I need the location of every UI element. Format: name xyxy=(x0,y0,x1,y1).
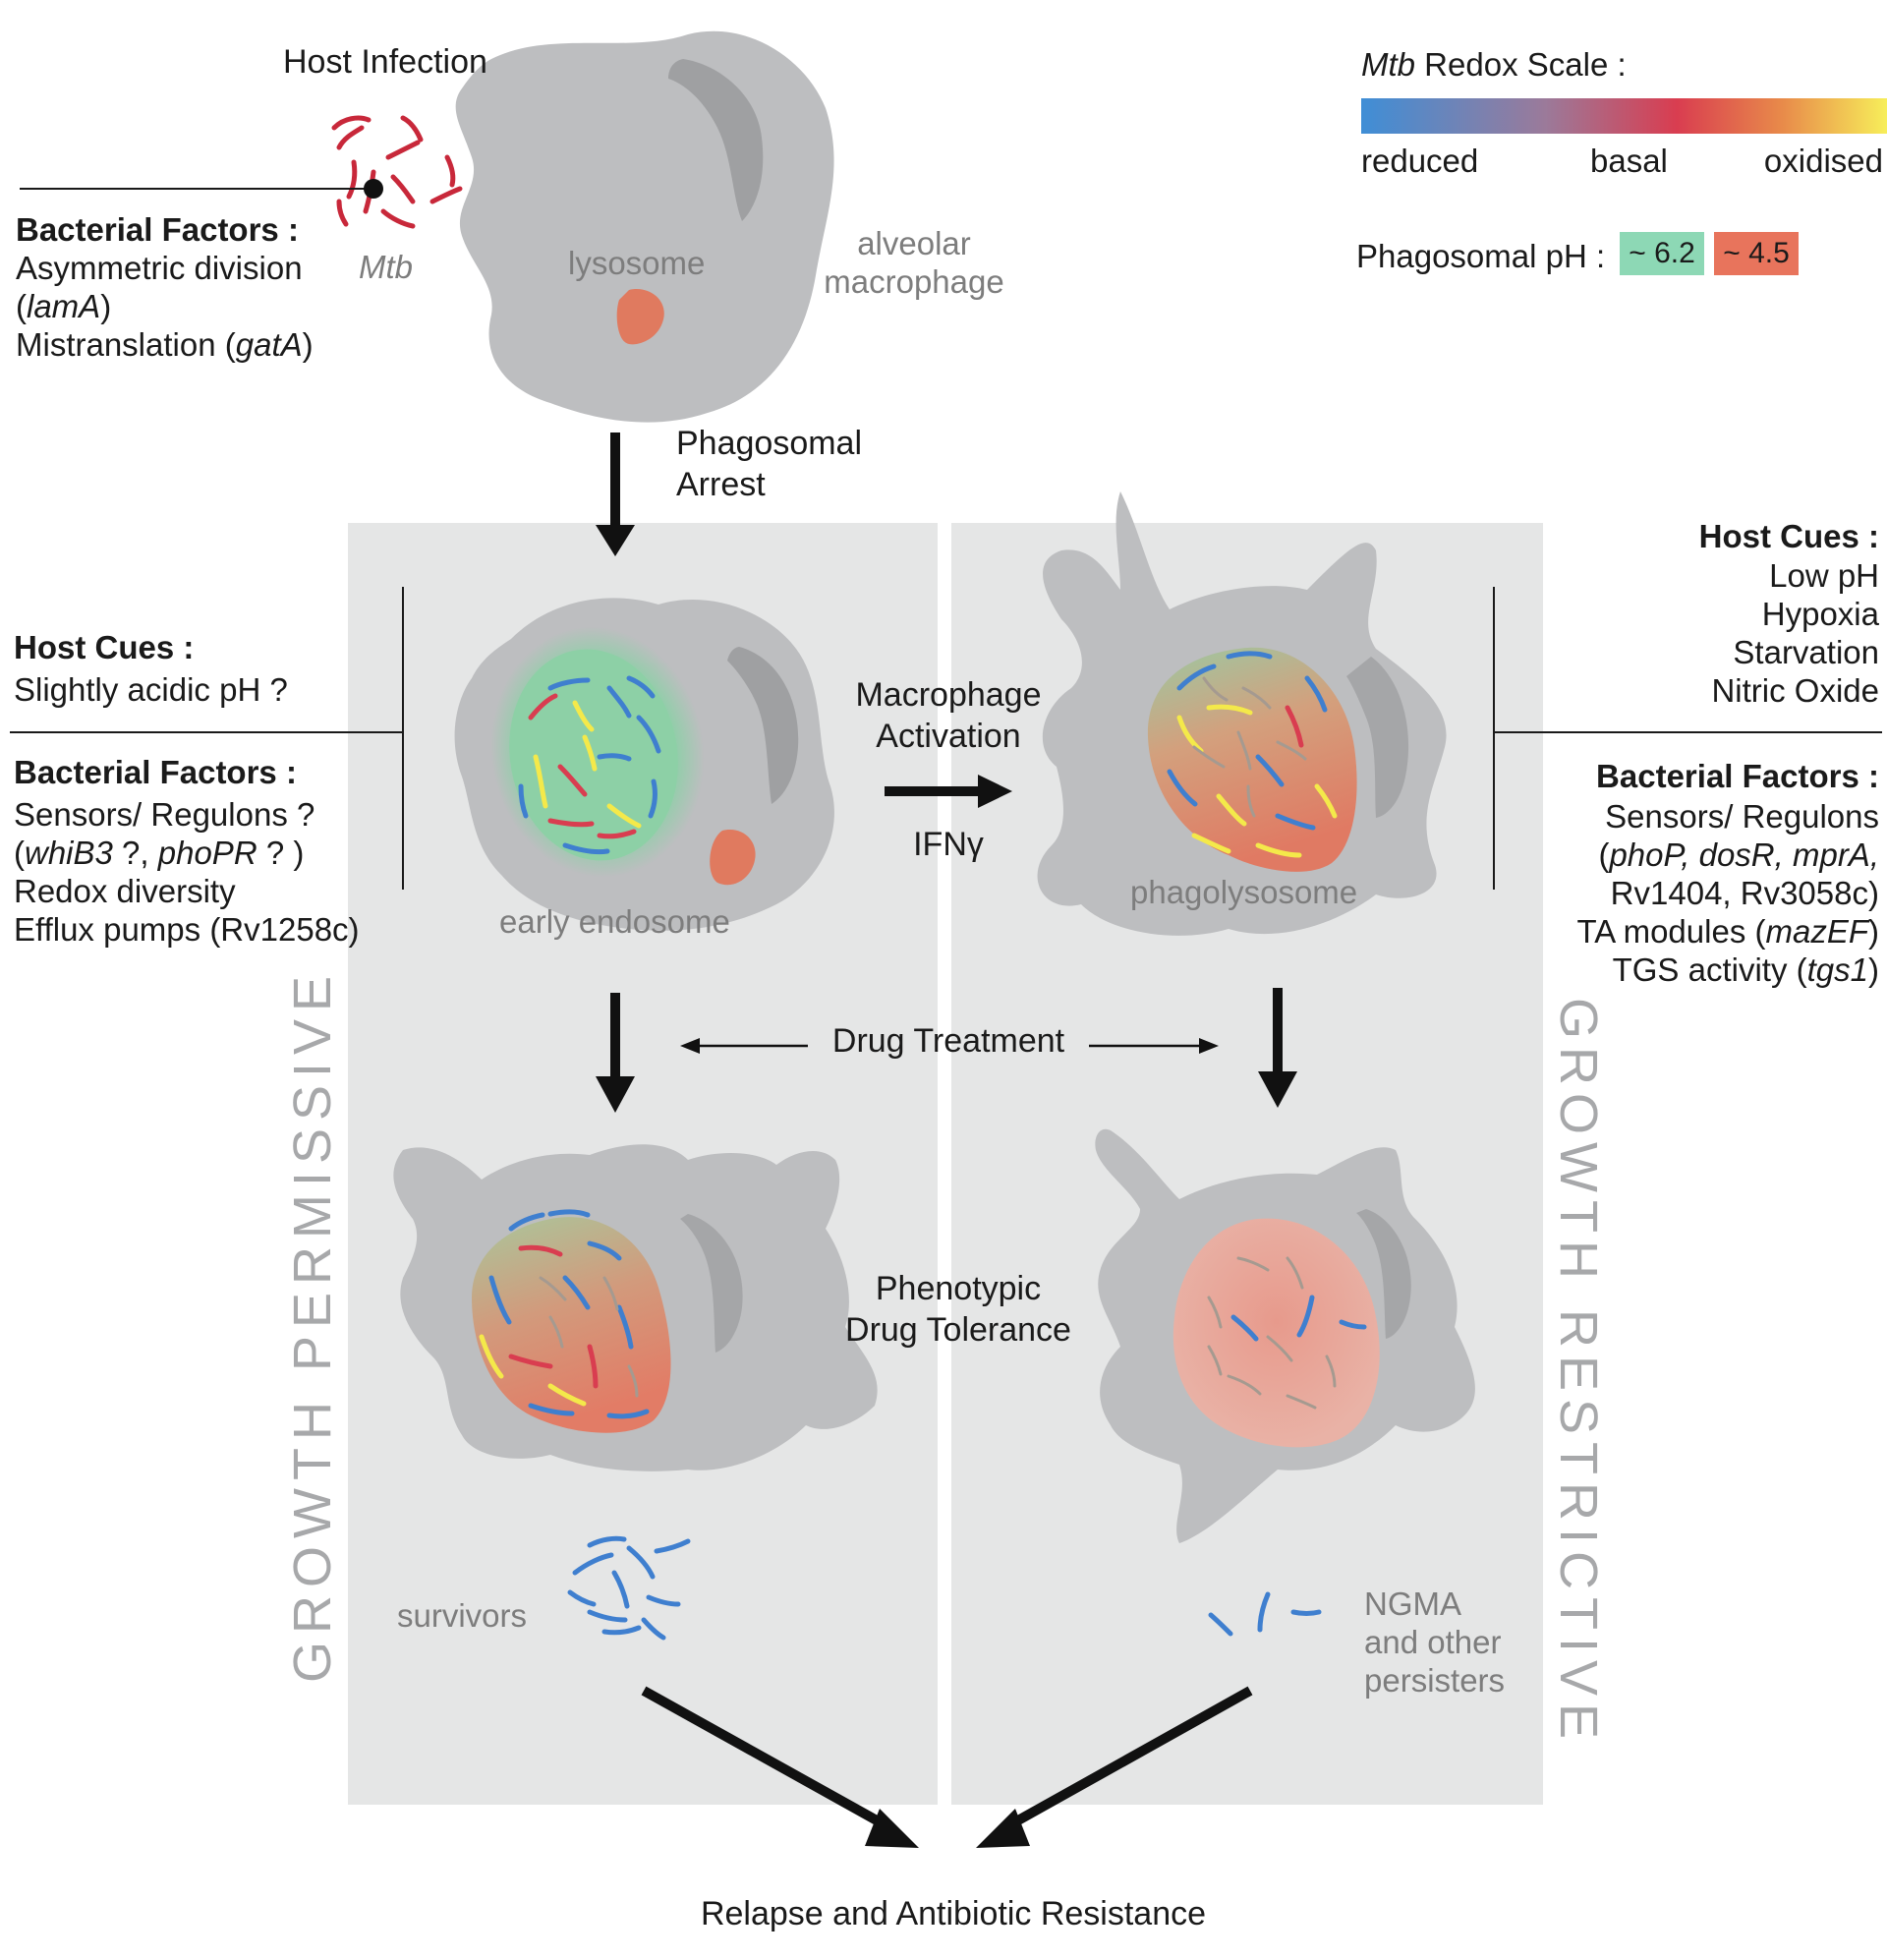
callout-dot xyxy=(364,179,383,199)
phagosomal-ph-label: Phagosomal pH : xyxy=(1356,238,1606,274)
drug-treatment-arrows xyxy=(680,1038,1219,1054)
phagosomal-arrest-arrow xyxy=(596,432,635,556)
alveolar-macrophage xyxy=(455,30,834,423)
relapse-label: Relapse and Antibiotic Resistance xyxy=(700,1895,1207,1932)
right-host-cue-3: Starvation xyxy=(1733,634,1879,670)
macrophage-activation-label-2: Activation xyxy=(876,718,1021,755)
mistranslation-line: Mistranslation (gatA) xyxy=(16,326,314,363)
ph-high-swatch: ~ 6.2 xyxy=(1620,232,1704,275)
left-redox-line: Redox diversity xyxy=(14,873,236,909)
outcome-arrow-right xyxy=(976,1686,1253,1848)
asymmetric-division: Asymmetric division xyxy=(16,250,303,286)
macrophage-activation-label-1: Macrophage xyxy=(855,676,1042,714)
right-drug-arrow xyxy=(1258,988,1297,1108)
right-rv-line: Rv1404, Rv3058c) xyxy=(1610,875,1879,911)
right-host-cue-1: Low pH xyxy=(1769,557,1879,594)
left-drug-arrow xyxy=(596,993,635,1113)
early-endosome-label: early endosome xyxy=(499,903,730,940)
persisters-label-2: and other xyxy=(1364,1624,1502,1660)
macrophage-activation-arrow xyxy=(885,775,1012,808)
top-bacterial-factors-heading: Bacterial Factors : xyxy=(16,211,299,248)
left-genes-line: (whiB3 ?, phoPR ? ) xyxy=(14,835,305,871)
left-bacterial-factors-heading: Bacterial Factors : xyxy=(14,754,297,790)
phagosomal-arrest-label-1: Phagosomal xyxy=(676,425,863,462)
right-genes-line: (phoP, dosR, mprA, xyxy=(1598,836,1879,873)
early-endosome-macrophage xyxy=(454,598,834,931)
outcome-arrow-left xyxy=(641,1686,919,1848)
redox-basal: basal xyxy=(1590,143,1668,179)
ph-low-swatch: ~ 4.5 xyxy=(1714,232,1799,275)
redox-reduced: reduced xyxy=(1361,143,1479,179)
growth-permissive-label: GROWTH PERMISSIVE xyxy=(283,968,342,1683)
right-ta-line: TA modules (mazEF) xyxy=(1576,913,1879,950)
right-tgs-line: TGS activity (tgs1) xyxy=(1612,951,1879,988)
drug-treatment-label: Drug Treatment xyxy=(831,1022,1065,1060)
mtb-label: Mtb xyxy=(359,249,414,285)
redox-scale-bar xyxy=(1361,98,1887,134)
persisters-label-3: persisters xyxy=(1364,1662,1506,1699)
redox-oxidised: oxidised xyxy=(1763,143,1883,179)
phagolysosome-label: phagolysosome xyxy=(1130,874,1358,910)
ifn-gamma-label: IFNγ xyxy=(913,826,984,863)
macrophage-label-2: macrophage xyxy=(824,263,1004,300)
phenotypic-tolerance-label-1: Phenotypic xyxy=(875,1270,1042,1307)
phenotypic-tolerance-label-2: Drug Tolerance xyxy=(845,1311,1071,1349)
survivors-label: survivors xyxy=(397,1597,528,1634)
right-host-cue-4: Nitric Oxide xyxy=(1711,672,1879,709)
persisters-label-1: NGMA xyxy=(1364,1585,1461,1622)
macrophage-label-1: alveolar xyxy=(857,225,971,261)
redox-scale-title: Mtb Redox Scale : xyxy=(1361,46,1627,83)
right-bacterial-factors-heading: Bacterial Factors : xyxy=(1596,758,1879,794)
host-infection-title: Host Infection xyxy=(283,43,487,81)
right-host-cues-heading: Host Cues : xyxy=(1698,518,1879,554)
left-host-cues-heading: Host Cues : xyxy=(14,629,195,665)
phagolysosome-macrophage xyxy=(1037,491,1447,936)
right-host-cue-2: Hypoxia xyxy=(1761,596,1879,632)
mtb-bacteria xyxy=(331,115,463,229)
restrictive-macrophage-right xyxy=(1095,1128,1475,1543)
persister-bacteria xyxy=(1208,1591,1322,1637)
right-sensors-line: Sensors/ Regulons xyxy=(1605,798,1879,835)
left-efflux-line: Efflux pumps (Rv1258c) xyxy=(14,911,360,948)
growth-restrictive-label: GROWTH RESTRICTIVE xyxy=(1549,998,1608,1747)
phagosomal-arrest-label-2: Arrest xyxy=(676,466,766,503)
lysosome-label: lysosome xyxy=(568,245,706,281)
lama-line: (lamA) xyxy=(16,288,112,324)
tolerant-macrophage-left xyxy=(393,1144,878,1471)
survivor-bacteria xyxy=(567,1535,691,1641)
left-sensors-line: Sensors/ Regulons ? xyxy=(14,796,315,833)
left-host-cue: Slightly acidic pH ? xyxy=(14,671,288,708)
